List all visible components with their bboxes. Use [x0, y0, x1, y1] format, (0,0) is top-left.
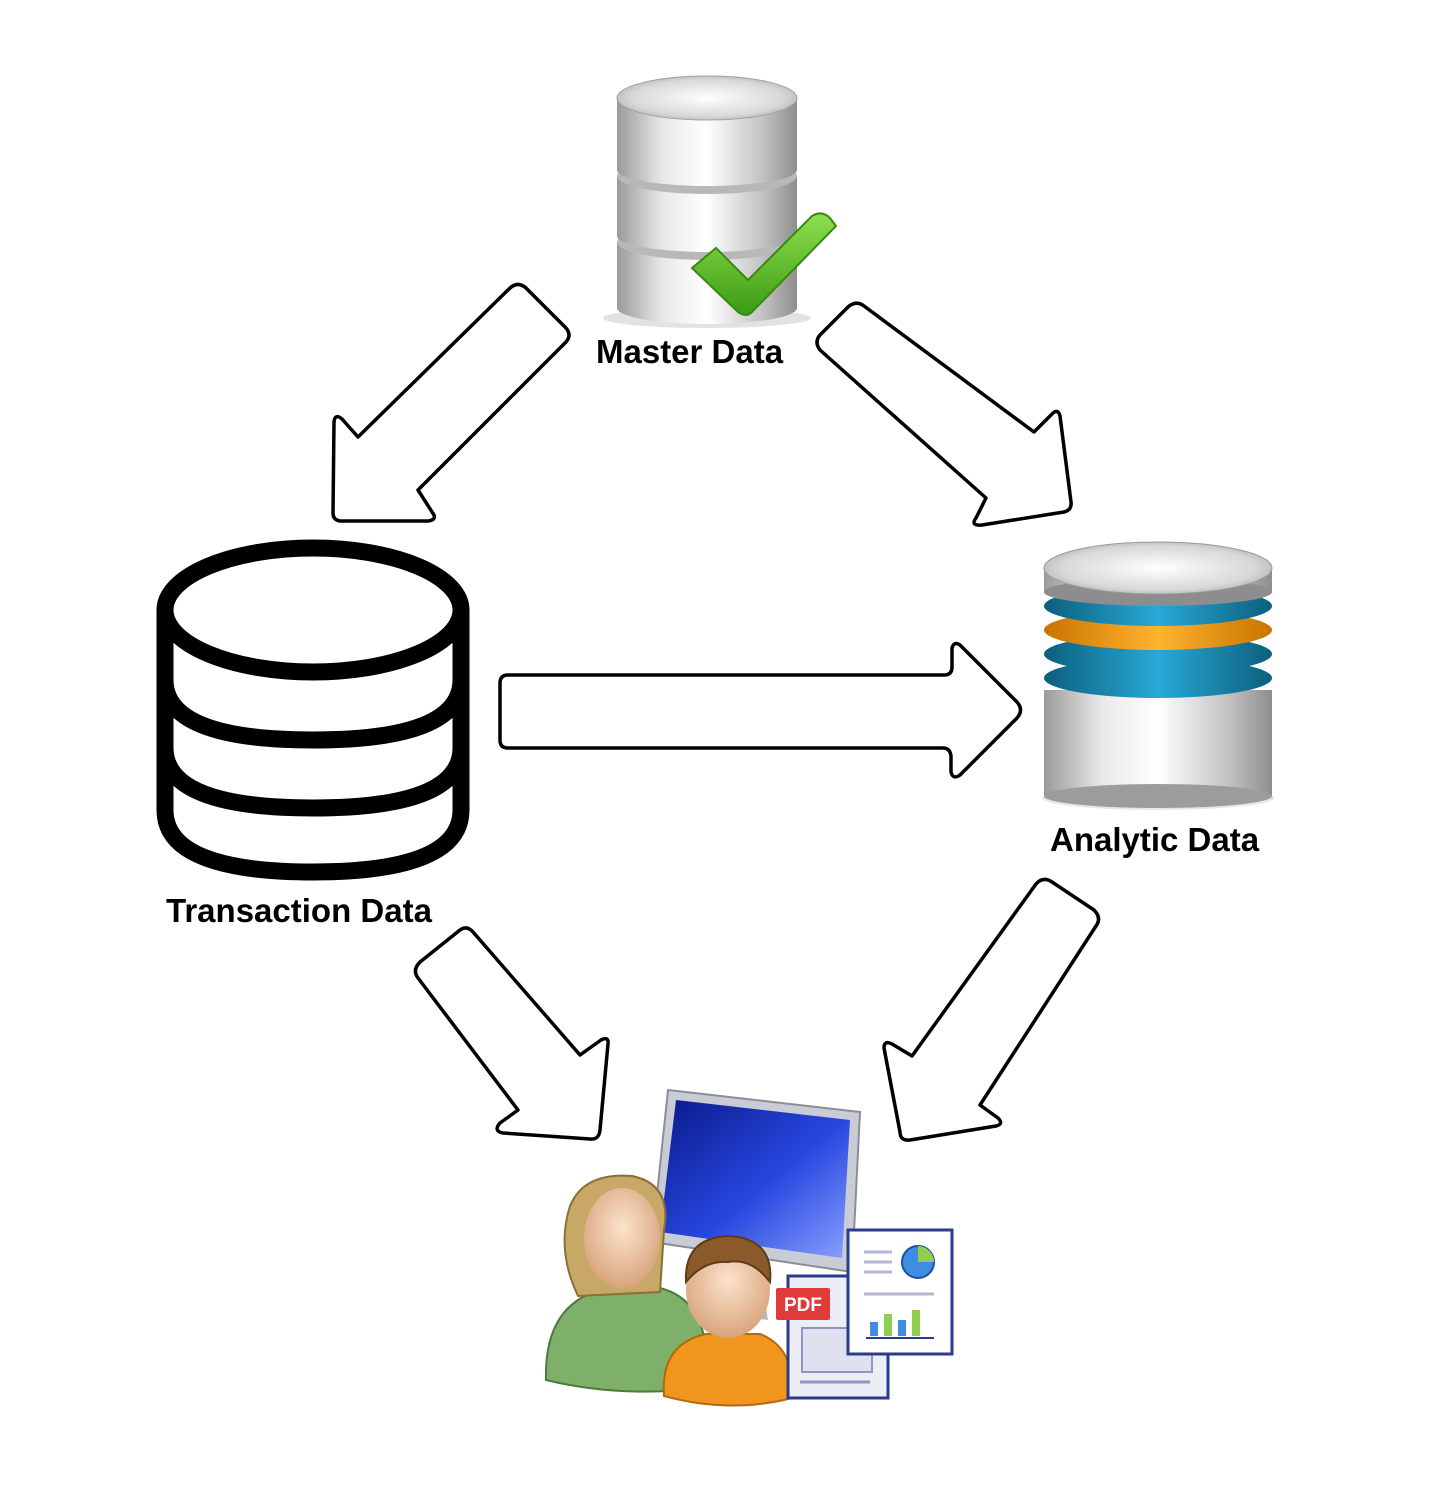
arrow-transaction-to-analytic — [498, 641, 1023, 779]
checkmark-icon — [690, 212, 838, 316]
arrow-master-to-transaction — [331, 282, 571, 523]
pdf-badge-label: PDF — [784, 1295, 822, 1316]
monitor-icon — [650, 1088, 862, 1320]
database-check-icon — [603, 75, 838, 328]
arrow-master-to-analytic — [815, 301, 1073, 527]
transaction-data-label: Transaction Data — [166, 892, 432, 929]
database-outline-icon — [156, 539, 470, 881]
report-document-icon — [846, 1228, 954, 1356]
analytic-data-label: Analytic Data — [1050, 821, 1260, 858]
man-avatar-icon — [662, 1234, 794, 1407]
arrow-analytic-to-users — [882, 877, 1101, 1142]
database-layered-icon — [1042, 541, 1274, 810]
users-reports-icon: PDF — [544, 1088, 954, 1407]
master-data-label: Master Data — [596, 333, 784, 370]
arrow-transaction-to-users — [413, 926, 610, 1141]
